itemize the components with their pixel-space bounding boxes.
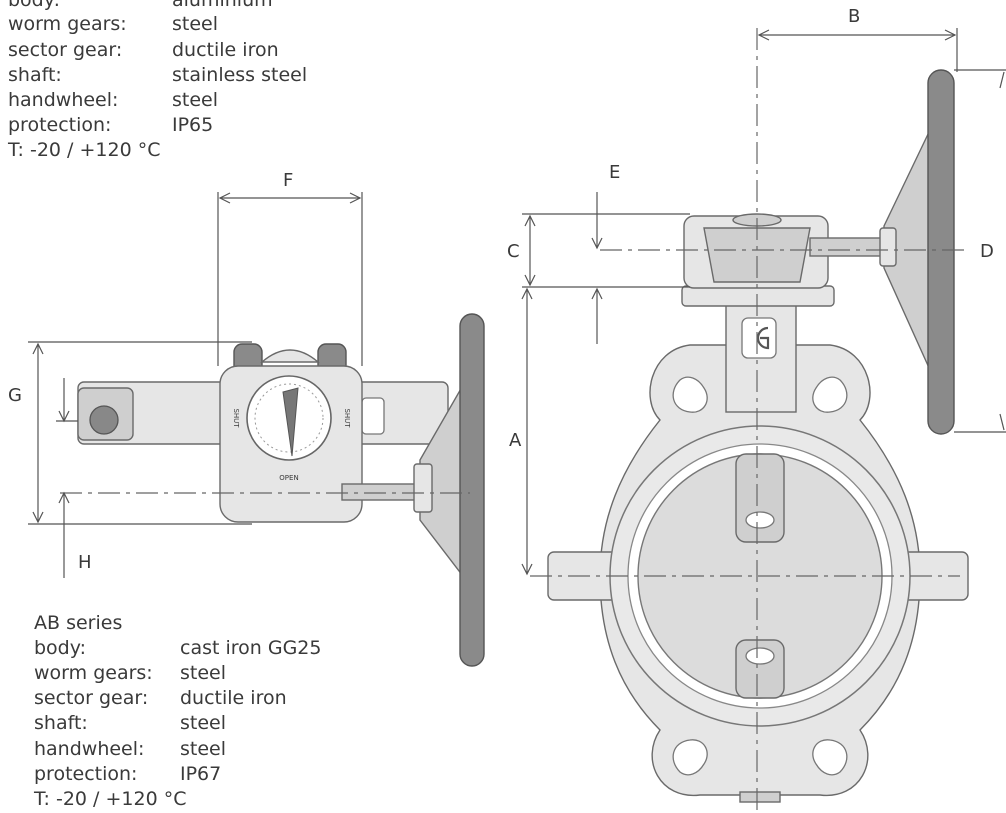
- disc-hub-bottom-hole: [745, 647, 775, 665]
- dimension-a-label: A: [509, 430, 522, 451]
- lug-hole-top-right: [812, 376, 848, 413]
- bottom-spec-label-1: worm gears:: [34, 662, 153, 684]
- bottom-spec-label-3: shaft:: [34, 712, 88, 734]
- dimension-g-label: G: [8, 385, 22, 406]
- bottom-spec-block: AB series body: cast iron GG25 worm gear…: [33, 612, 321, 810]
- g-arrow-bottom: [32, 511, 44, 524]
- top-spec-value-2: ductile iron: [172, 39, 279, 61]
- bottom-spec-label-5: protection:: [34, 763, 137, 785]
- d-arrow-bottom: [999, 413, 1005, 431]
- top-spec-block: body: aluminium worm gears: steel sector…: [7, 0, 307, 161]
- left-gearbox-view: OPEN SHUT SHUT: [77, 313, 485, 667]
- dimension-b-label: B: [848, 6, 860, 27]
- open-marking: OPEN: [279, 474, 298, 482]
- left-hub-boss: [413, 463, 433, 513]
- top-spec-value-5: IP65: [172, 114, 213, 136]
- left-slot: [361, 397, 385, 435]
- lug-hole-bottom-left: [672, 739, 708, 776]
- bottom-spec-title: AB series: [34, 612, 122, 634]
- right-handwheel-rim: [927, 69, 955, 435]
- top-spec-temperature: T: -20 / +120 °C: [7, 139, 160, 161]
- top-spec-label-1: worm gears:: [8, 13, 127, 35]
- a-arrow-bottom: [521, 563, 533, 576]
- bottom-spec-value-0: cast iron GG25: [180, 637, 321, 659]
- indicator-pointer: [282, 387, 299, 457]
- top-spec-value-0: aluminium: [172, 0, 273, 11]
- bottom-spec-temperature: T: -20 / +120 °C: [33, 788, 186, 810]
- left-shaft-bore: [89, 405, 119, 435]
- top-spec-value-1: steel: [172, 13, 218, 35]
- bottom-spec-value-2: ductile iron: [180, 687, 287, 709]
- shut-marking-right: SHUT: [343, 408, 351, 428]
- valve-logo-mark: [756, 326, 770, 350]
- left-top-dome: [260, 349, 320, 363]
- gearbox-flange: [681, 285, 835, 307]
- left-handwheel-rim: [459, 313, 485, 667]
- top-spec-label-2: sector gear:: [8, 39, 122, 61]
- a-arrow-top: [521, 287, 533, 300]
- lug-hole-bottom-right: [812, 739, 848, 776]
- dimension-e-label: E: [609, 162, 620, 183]
- valve-bottom-plug: [739, 791, 781, 803]
- bottom-spec-value-1: steel: [180, 662, 226, 684]
- dimension-f-label: F: [283, 170, 293, 191]
- disc-hub-top-hole: [745, 511, 775, 529]
- g-arrow-top: [32, 342, 44, 355]
- h-arrow-top: [58, 410, 70, 423]
- bottom-spec-label-2: sector gear:: [34, 687, 148, 709]
- bottom-spec-label-4: handwheel:: [34, 738, 144, 760]
- f-arrow-left: [218, 192, 231, 204]
- disc-hub-top: [735, 453, 785, 543]
- dimension-h-label: H: [78, 552, 92, 573]
- shut-marking-left: SHUT: [232, 408, 240, 428]
- right-hub-boss: [879, 227, 897, 267]
- dimension-d-label: D: [980, 241, 994, 262]
- d-arrow-top: [999, 71, 1005, 89]
- lug-hole-top-left: [672, 376, 708, 413]
- b-arrow-left: [757, 29, 770, 41]
- bottom-spec-value-4: steel: [180, 738, 226, 760]
- left-dimensions: F G H: [8, 170, 470, 578]
- e-arrow-top: [591, 237, 603, 250]
- top-spec-label-4: handwheel:: [8, 89, 118, 111]
- top-spec-label-0: body:: [8, 0, 60, 11]
- e-arrow-bottom: [591, 287, 603, 300]
- top-spec-value-4: steel: [172, 89, 218, 111]
- bottom-spec-value-3: steel: [180, 712, 226, 734]
- top-spec-label-3: shaft:: [8, 64, 62, 86]
- b-arrow-right: [944, 29, 957, 41]
- gearbox-housing-face: [703, 227, 811, 283]
- dimension-c-label: C: [507, 241, 520, 262]
- f-arrow-right: [349, 192, 362, 204]
- bottom-spec-value-5: IP67: [180, 763, 221, 785]
- right-dimensions: B D C A E: [507, 6, 1006, 812]
- top-spec-label-5: protection:: [8, 114, 111, 136]
- dial-scale: [254, 383, 324, 453]
- h-arrow-bottom: [58, 491, 70, 504]
- top-spec-value-3: stainless steel: [172, 64, 307, 86]
- bottom-spec-label-0: body:: [34, 637, 86, 659]
- c-arrow-bottom: [524, 274, 536, 287]
- c-arrow-top: [524, 214, 536, 227]
